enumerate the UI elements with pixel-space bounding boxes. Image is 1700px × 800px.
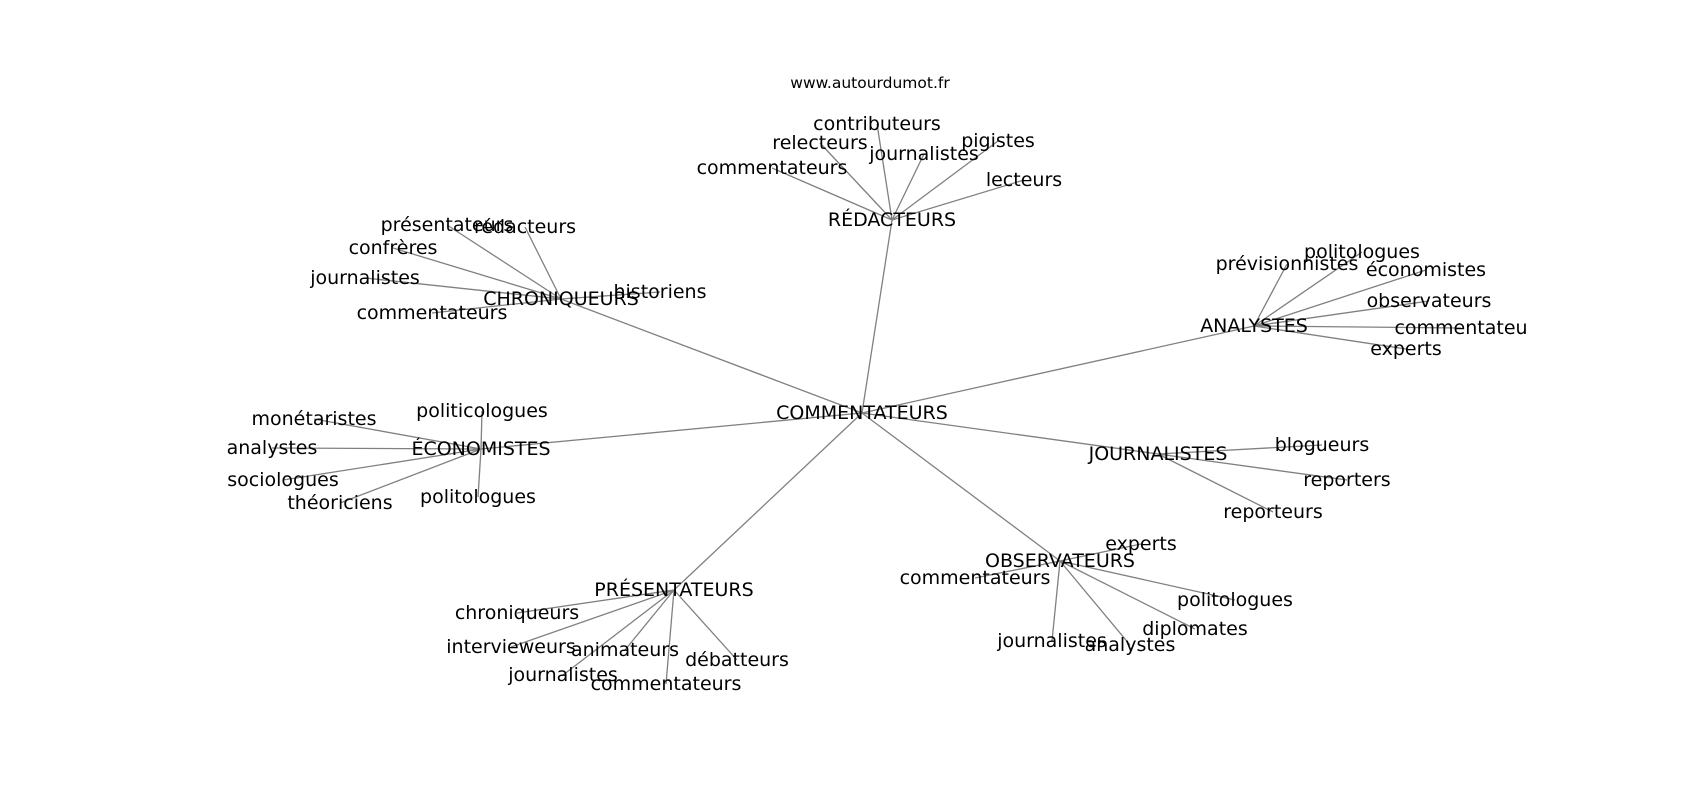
edge-economistes-1: [313, 418, 482, 450]
edge-journalistes-2: [1157, 453, 1274, 513]
node-chroniqueurs: CHRONIQUEURS: [483, 288, 639, 310]
edge-root-redacteurs: [861, 219, 893, 414]
node-redacteurs-child-3: pigistes: [961, 130, 1035, 152]
edge-redacteurs-5: [891, 179, 1025, 221]
node-economistes-child-4: théoriciens: [287, 492, 392, 514]
edge-root-analystes: [861, 325, 1255, 414]
edge-economistes-0: [480, 410, 483, 450]
edge-chroniqueurs-1: [524, 226, 562, 300]
node-observateurs-child-5: analystes: [1085, 634, 1176, 656]
edge-observateurs-2: [1059, 560, 1236, 601]
edge-presentateurs-5: [665, 589, 675, 685]
node-chroniqueurs-child-0: présentateurs: [381, 214, 514, 236]
edge-economistes-3: [282, 448, 482, 481]
node-presentateurs: PRÉSENTATEURS: [594, 578, 753, 601]
node-analystes-child-0: politologues: [1304, 241, 1420, 263]
node-journalistes-child-2: reporteurs: [1223, 501, 1322, 523]
watermark: www.autourdumot.fr: [790, 74, 950, 92]
node-economistes: ÉCONOMISTES: [411, 437, 550, 460]
edge-analystes-4: [1253, 325, 1462, 329]
node-economistes-child-0: politicologues: [416, 400, 548, 422]
edge-root-chroniqueurs: [560, 298, 863, 414]
node-redacteurs: RÉDACTEURS: [828, 208, 956, 231]
edge-chroniqueurs-0: [446, 224, 562, 300]
node-journalistes: JOURNALISTES: [1088, 443, 1228, 465]
edge-presentateurs-0: [516, 589, 675, 614]
edge-journalistes-0: [1157, 444, 1323, 455]
edge-observateurs-4: [1051, 560, 1061, 642]
node-analystes: ANALYSTES: [1200, 315, 1308, 337]
node-economistes-child-1: monétaristes: [252, 408, 377, 430]
node-chroniqueurs-child-5: commentateurs: [357, 302, 508, 324]
node-redacteurs-child-0: contributeurs: [813, 113, 941, 135]
node-presentateurs-child-4: journalistes: [507, 664, 618, 686]
node-presentateurs-child-1: intervieweurs: [446, 636, 575, 658]
node-chroniqueurs-child-3: journalistes: [309, 267, 420, 289]
edge-presentateurs-4: [562, 589, 675, 676]
node-chroniqueurs-child-2: confrères: [349, 237, 438, 259]
node-economistes-child-2: analystes: [227, 437, 318, 459]
edge-presentateurs-3: [673, 589, 738, 661]
node-observateurs-child-0: experts: [1105, 533, 1177, 555]
node-presentateurs-child-2: animateurs: [571, 639, 679, 661]
edge-redacteurs-0: [876, 123, 893, 221]
node-observateurs-child-2: politologues: [1177, 589, 1293, 611]
edge-root-presentateurs: [673, 412, 863, 591]
node-observateurs-child-3: diplomates: [1142, 618, 1248, 640]
edge-chroniqueurs-5: [431, 298, 562, 314]
edge-analystes-0: [1253, 251, 1363, 327]
edge-redacteurs-1: [819, 142, 893, 221]
node-observateurs-child-4: journalistes: [996, 630, 1107, 652]
node-root: COMMENTATEURS: [776, 402, 948, 424]
edge-analystes-3: [1253, 300, 1430, 327]
edge-observateurs-3: [1059, 560, 1196, 630]
edge-chroniqueurs-2: [392, 247, 562, 300]
node-redacteurs-child-2: journalistes: [868, 143, 979, 165]
node-observateurs: OBSERVATEURS: [985, 550, 1135, 572]
edge-root-observateurs: [861, 412, 1061, 562]
node-redacteurs-child-4: commentateurs: [697, 157, 848, 179]
edge-chroniqueurs-4: [560, 291, 661, 300]
edge-root-journalistes: [861, 412, 1159, 455]
edge-economistes-2: [271, 447, 482, 450]
node-journalistes-child-1: reporters: [1303, 469, 1390, 491]
edge-journalistes-1: [1157, 453, 1348, 481]
edge-presentateurs-1: [510, 589, 675, 648]
edge-analystes-2: [1253, 269, 1427, 327]
edge-economistes-4: [339, 448, 482, 504]
edge-analystes-5: [1253, 325, 1407, 350]
node-presentateurs-child-5: commentateurs: [591, 673, 742, 695]
node-economistes-child-5: politologues: [420, 486, 536, 508]
edge-analystes-1: [1253, 263, 1288, 327]
edge-chroniqueurs-3: [364, 277, 562, 300]
edge-root-economistes: [480, 412, 863, 450]
node-redacteurs-child-1: relecteurs: [772, 132, 867, 154]
edge-redacteurs-4: [771, 167, 893, 221]
edge-observateurs-0: [1059, 543, 1142, 562]
edge-economistes-5: [477, 448, 482, 498]
node-analystes-child-1: prévisionnistes: [1216, 253, 1359, 275]
node-analystes-child-2: économistes: [1366, 259, 1486, 281]
node-chroniqueurs-child-1: rédacteurs: [474, 216, 576, 238]
node-presentateurs-child-0: chroniqueurs: [455, 602, 579, 624]
node-presentateurs-child-3: débatteurs: [685, 649, 789, 671]
graph-edges: [271, 123, 1462, 685]
node-observateurs-child-1: commentateurs: [900, 567, 1051, 589]
node-economistes-child-3: sociologues: [227, 469, 338, 491]
graph-labels: COMMENTATEURS RÉDACTEURS contributeursrele…: [227, 113, 1528, 695]
node-analystes-child-4: commentateu: [1394, 317, 1527, 339]
node-analystes-child-3: observateurs: [1367, 290, 1492, 312]
edge-observateurs-5: [1059, 560, 1131, 646]
node-redacteurs-child-5: lecteurs: [986, 169, 1062, 191]
edge-observateurs-1: [974, 560, 1061, 579]
edge-redacteurs-2: [891, 153, 925, 221]
node-journalistes-child-0: blogueurs: [1275, 434, 1370, 456]
node-analystes-child-5: experts: [1370, 338, 1442, 360]
edge-redacteurs-3: [891, 140, 999, 221]
node-chroniqueurs-child-4: historiens: [613, 281, 706, 303]
edge-presentateurs-2: [624, 589, 675, 651]
